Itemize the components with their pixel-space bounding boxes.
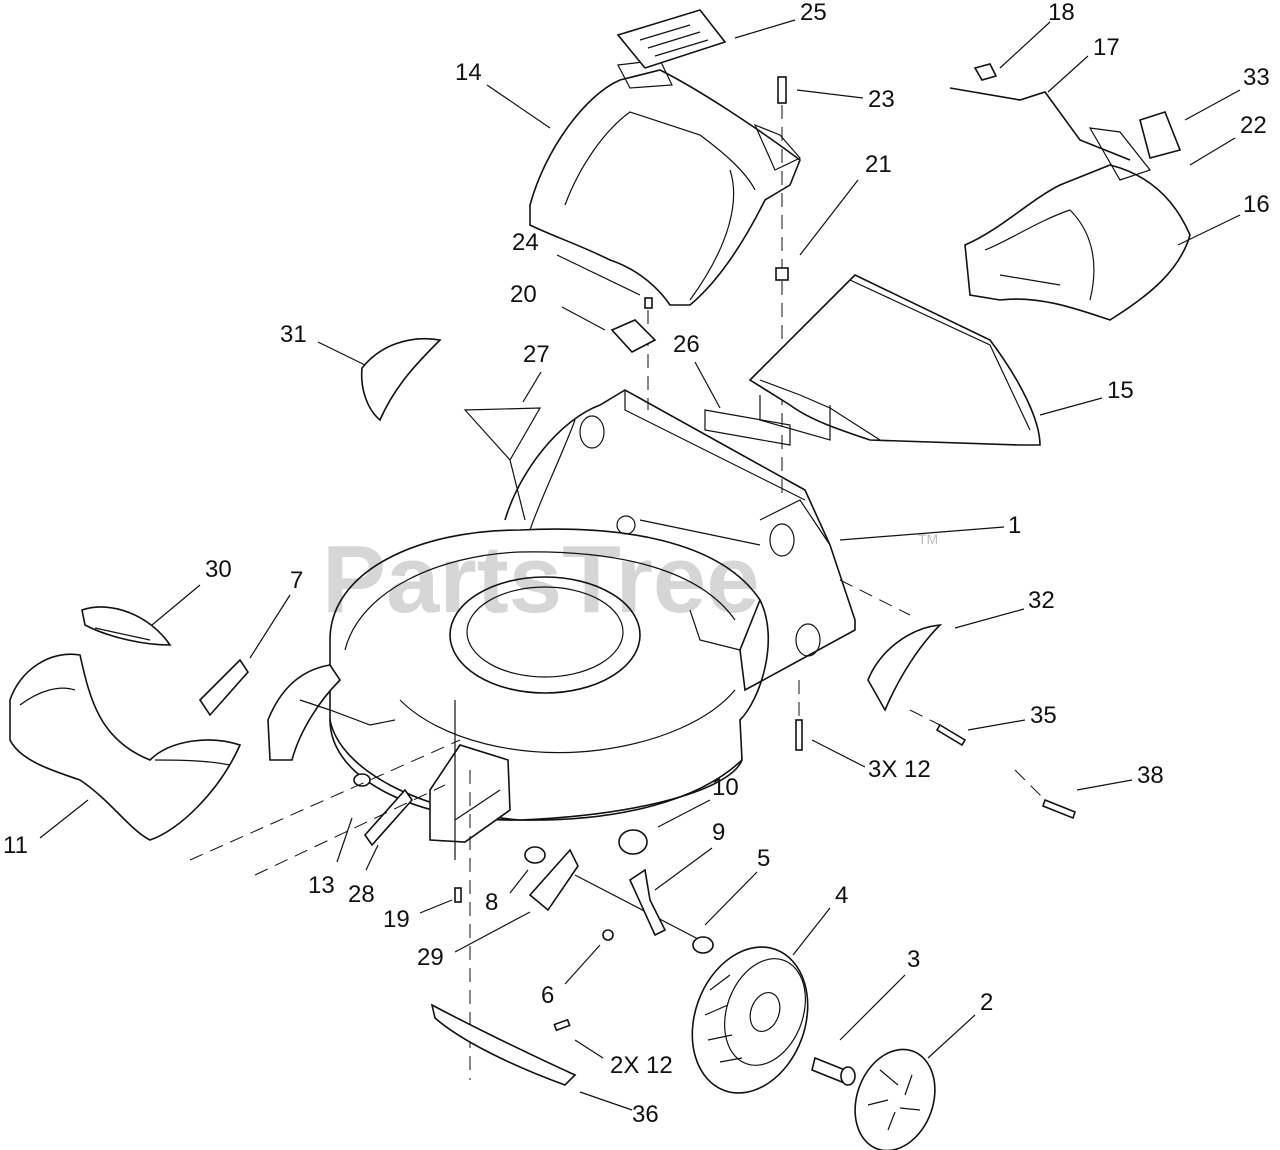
part-pin-38 (1042, 798, 1076, 820)
callout-2: 2 (980, 989, 993, 1016)
callout-8: 8 (485, 889, 498, 916)
part-rear-cover (529, 59, 801, 306)
callout-31: 31 (280, 321, 307, 348)
callout-16: 16 (1243, 191, 1270, 218)
part-height-adjuster-left (267, 664, 396, 761)
callout-4: 4 (835, 882, 848, 909)
callout-7: 7 (290, 567, 303, 594)
part-label-25 (616, 9, 727, 69)
part-bolt-3 (811, 1056, 856, 1086)
callout-27: 27 (523, 341, 550, 368)
part-washer-13 (353, 773, 371, 787)
part-bolt-19 (454, 887, 462, 903)
part-nut-21 (775, 267, 789, 281)
part-bolt-3x12 (795, 680, 803, 751)
callout-10: 10 (712, 774, 739, 801)
callout-11: 11 (3, 832, 28, 859)
callout-35: 35 (1030, 702, 1057, 729)
callout-15: 15 (1107, 377, 1134, 404)
callout-23: 23 (868, 86, 895, 113)
part-rod-17 (949, 63, 1152, 181)
part-pin-35 (935, 723, 967, 747)
part-bracket-7 (198, 658, 250, 717)
callout-30: 30 (205, 556, 232, 583)
callout-24: 24 (512, 229, 539, 256)
callout-14: 14 (455, 59, 482, 86)
part-bolt-5 (692, 936, 714, 954)
callout-36: 36 (632, 1101, 659, 1128)
callout-13: 13 (308, 872, 335, 899)
callouts: 25 14 23 18 17 33 22 16 21 24 20 31 27 2… (3, 0, 1270, 1128)
part-washer-6 (602, 929, 614, 941)
guide-line-2 (254, 784, 446, 876)
callout-5: 5 (757, 845, 770, 872)
callout-26: 26 (673, 331, 700, 358)
callout-29: 29 (417, 944, 444, 971)
callout-22: 22 (1240, 112, 1267, 139)
part-decal-31 (360, 337, 442, 422)
callout-1: 1 (1008, 512, 1021, 539)
part-clip-20 (610, 319, 657, 353)
callout-6: 6 (541, 982, 554, 1009)
part-washer-8 (524, 846, 546, 864)
guide-line-4 (1014, 769, 1046, 801)
callout-3x12: 3X 12 (868, 756, 931, 783)
leader-lines (39, 19, 1241, 1111)
part-bracket-9 (628, 868, 667, 937)
part-bolt-23 (777, 76, 787, 500)
part-clip-10 (618, 829, 648, 855)
callout-18: 18 (1048, 0, 1075, 26)
part-adjuster-plate (429, 700, 511, 1080)
callout-32: 32 (1028, 587, 1055, 614)
part-cone-27 (463, 407, 542, 521)
part-wheel-4 (691, 946, 809, 1094)
callout-25: 25 (800, 0, 827, 26)
guide-line-5 (839, 579, 911, 616)
part-skid-36 (430, 1003, 577, 1086)
part-plate-29 (528, 848, 701, 941)
part-decal-33 (1139, 111, 1182, 159)
part-screw-24 (644, 297, 653, 410)
watermark-text: PartsTree (322, 526, 760, 633)
guide-line-3 (909, 709, 941, 726)
part-decal-30 (81, 606, 172, 646)
callout-2x12: 2X 12 (610, 1052, 673, 1079)
part-chute-15 (704, 274, 1041, 446)
part-door-16 (964, 164, 1191, 321)
callout-38: 38 (1137, 762, 1164, 789)
part-bumper-11 (9, 653, 242, 841)
callout-20: 20 (510, 281, 537, 308)
callout-3: 3 (907, 946, 920, 973)
callout-17: 17 (1093, 34, 1120, 61)
part-hubcap-2 (854, 1048, 936, 1150)
part-lever-28 (363, 788, 414, 847)
callout-19: 19 (383, 906, 410, 933)
callout-21: 21 (865, 151, 892, 178)
guide-line-1 (189, 739, 461, 861)
callout-33: 33 (1243, 64, 1270, 91)
callout-9: 9 (712, 819, 725, 846)
part-decal-32 (867, 623, 943, 712)
watermark-trademark: TM (918, 531, 938, 547)
callout-28: 28 (348, 881, 375, 908)
